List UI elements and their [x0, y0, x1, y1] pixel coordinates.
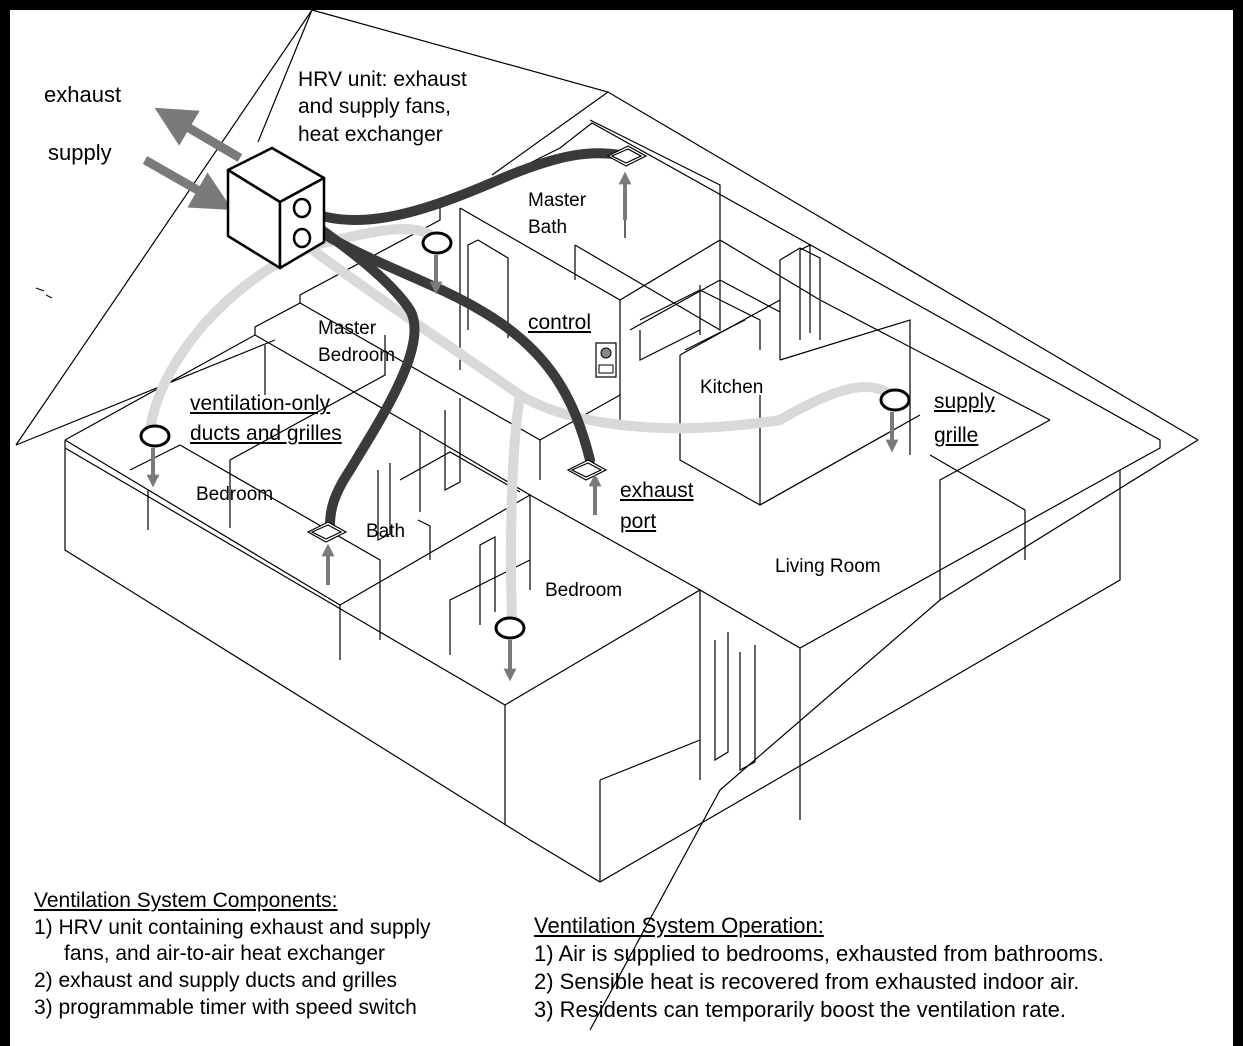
supply-arrow — [142, 156, 233, 211]
outside-airflow-arrows — [142, 107, 243, 211]
components-title: Ventilation System Components: — [34, 889, 338, 912]
operation-item: 2) Sensible heat is recovered from exhau… — [534, 968, 1080, 994]
supply-grille-label-1: supply — [934, 390, 995, 413]
exhaust-port-label-2: port — [620, 510, 657, 533]
operation-item: 1) Air is supplied to bedrooms, exhauste… — [534, 940, 1104, 966]
exhaust-ports — [306, 145, 648, 543]
bedroom-center-label: Bedroom — [545, 580, 623, 601]
exhaust-arrow — [154, 107, 243, 162]
operation-list: Ventilation System Operation: 1) Air is … — [534, 912, 1104, 1024]
control-panel — [595, 342, 617, 378]
exhaust-ducts — [300, 148, 625, 535]
house-walls — [64, 119, 1161, 883]
supply-grille-label-2: grille — [934, 424, 979, 447]
components-list: Ventilation System Components: 1) HRV un… — [34, 888, 431, 1021]
operation-item: 3) Residents can temporarily boost the v… — [534, 996, 1066, 1022]
hrv-unit-label: HRV unit: exhaust and supply fans, heat … — [298, 68, 467, 146]
exhaust-port-label-1: exhaust — [620, 479, 694, 502]
master-bath-label: Master Bath — [528, 190, 587, 238]
components-item: 3) programmable timer with speed switch — [34, 995, 417, 1019]
kitchen-label: Kitchen — [700, 377, 764, 398]
grille-arrows — [146, 171, 899, 682]
exhaust-label: exhaust — [44, 82, 122, 107]
control-label: control — [528, 311, 592, 334]
ducts-and-grilles-label: ducts and grilles — [190, 422, 342, 445]
roof-outline — [15, 9, 1199, 1031]
bedroom-left-label: Bedroom — [196, 484, 274, 505]
supply-label: supply — [48, 140, 112, 165]
components-item: 2) exhaust and supply ducts and grilles — [34, 968, 398, 992]
components-item: 1) HRV unit containing exhaust and suppl… — [34, 915, 431, 939]
stray-marks — [35, 287, 53, 299]
living-room-label: Living Room — [775, 556, 881, 577]
components-item: fans, and air-to-air heat exchanger — [64, 942, 386, 966]
bath-label: Bath — [366, 521, 406, 542]
hrv-unit — [226, 146, 326, 270]
supply-grilles — [139, 231, 911, 640]
ventilation-only-label: ventilation-only — [190, 392, 331, 415]
operation-title: Ventilation System Operation: — [534, 913, 824, 938]
master-bedroom-label: Master Bedroom — [318, 318, 396, 366]
